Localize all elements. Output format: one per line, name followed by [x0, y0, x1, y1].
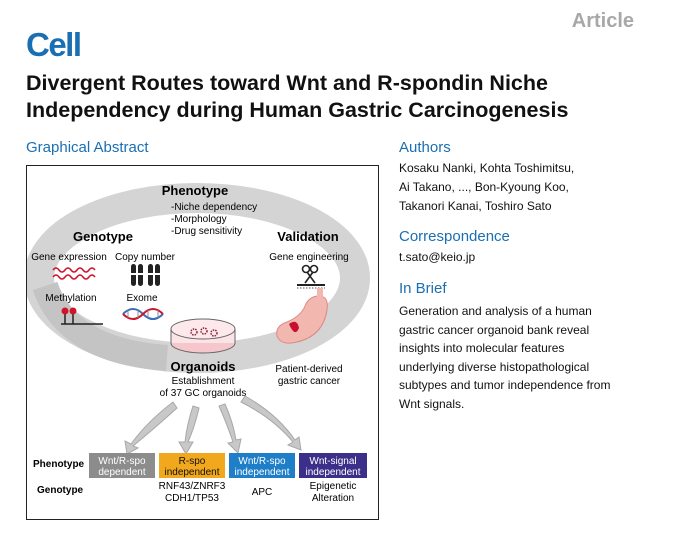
correspondence-heading: Correspondence	[399, 228, 510, 245]
box-label-line2: dependent	[98, 467, 145, 478]
gene-expression-wave-icon	[52, 267, 96, 280]
subtype-box-rspo-independent: R-spo independent	[159, 453, 225, 478]
in-brief-text: Generation and analysis of a human gastr…	[399, 302, 679, 413]
phenotype-title: Phenotype	[162, 183, 228, 198]
phenotype-item-drug: -Drug sensitivity	[171, 226, 242, 237]
in-brief-line-1: Generation and analysis of a human	[399, 304, 592, 318]
correspondence-email[interactable]: t.sato@keio.jp	[399, 250, 476, 264]
chromosome-icon	[129, 264, 162, 286]
box-label-line2: independent	[164, 467, 219, 478]
in-brief-line-2: gastric cancer organoid bank reveal	[399, 322, 590, 337]
box-label-line1: Wnt/R-spo	[238, 456, 286, 467]
box-label-line1: Wnt-signal	[309, 456, 356, 467]
organoid-count-label: of 37 GC organoids	[160, 388, 247, 399]
graphical-abstract-figure: Phenotype -Niche dependency -Morphology …	[26, 165, 379, 520]
stomach-icon	[276, 288, 328, 344]
dna-helix-icon	[122, 308, 164, 320]
box-label-line1: R-spo	[179, 456, 206, 467]
cycle-ring	[27, 183, 370, 373]
exome-label: Exome	[126, 293, 158, 304]
methylation-label: Methylation	[45, 293, 96, 304]
divergent-arrows	[124, 395, 302, 455]
genotype-epigenetic-line2: Alteration	[312, 493, 354, 504]
genotype-apc: APC	[252, 487, 273, 498]
box-fill	[229, 453, 295, 478]
in-brief-heading: In Brief	[399, 280, 447, 297]
title-line-2: Independency during Human Gastric Carcin…	[26, 98, 569, 122]
authors-line-2: Ai Takano, ..., Bon-Kyoung Koo,	[399, 180, 569, 194]
organoid-dish-icon	[170, 318, 236, 354]
box-fill	[159, 453, 225, 478]
copy-number-label: Copy number	[115, 252, 176, 263]
genotype-epigenetic-line1: Epigenetic	[310, 481, 357, 492]
in-brief-line-3: insights into molecular features	[399, 341, 565, 355]
subtype-box-wnt-rspo-independent: Wnt/R-spo independent	[229, 453, 295, 478]
authors-list: Kosaku Nanki, Kohta Toshimitsu, Ai Takan…	[399, 159, 669, 216]
title-line-1: Divergent Routes toward Wnt and R-spondi…	[26, 71, 548, 95]
phenotype-item-morphology: -Morphology	[171, 214, 227, 225]
gene-expression-label: Gene expression	[31, 252, 107, 263]
subtype-box-wnt-rspo-dependent: Wnt/R-spo dependent	[89, 453, 155, 478]
box-label-line2: independent	[234, 467, 289, 478]
validation-title: Validation	[277, 229, 338, 244]
in-brief-line-4: underlying diverse histopathological	[399, 359, 590, 374]
journal-logo: Cell	[26, 26, 82, 63]
organoids-title: Organoids	[170, 359, 235, 374]
box-label-line1: Wnt/R-spo	[98, 456, 146, 467]
article-type-label: Article	[571, 10, 634, 32]
row-label-genotype: Genotype	[37, 485, 84, 496]
phenotype-item-niche: -Niche dependency	[171, 202, 257, 213]
patient-derived-label: Patient-derived	[275, 364, 342, 375]
genotype-rspo-line1: RNF43/ZNRF3	[159, 481, 226, 492]
subtype-box-wnt-signal-independent: Wnt-signal independent	[299, 453, 367, 478]
genotype-rspo-line2: CDH1/TP53	[165, 493, 219, 504]
methylation-icon	[61, 307, 103, 325]
graphical-abstract-diagram: Phenotype -Niche dependency -Morphology …	[27, 183, 370, 504]
article-title: Divergent Routes toward Wnt and R-spondi…	[26, 70, 666, 124]
establishment-label: Establishment	[172, 376, 235, 387]
box-fill	[299, 453, 367, 478]
box-fill	[89, 453, 155, 478]
gene-engineering-label: Gene engineering	[269, 252, 349, 263]
in-brief-line-5: subtypes and tumor independence from	[399, 378, 611, 392]
box-label-line2: independent	[305, 467, 360, 478]
scissors-icon	[297, 264, 325, 289]
authors-heading: Authors	[399, 139, 451, 156]
row-label-phenotype: Phenotype	[33, 459, 85, 470]
graphical-abstract-heading: Graphical Abstract	[26, 139, 149, 156]
authors-line-3: Takanori Kanai, Toshiro Sato	[399, 199, 552, 213]
gastric-cancer-label: gastric cancer	[278, 376, 341, 387]
genotype-title: Genotype	[73, 229, 133, 244]
authors-line-1: Kosaku Nanki, Kohta Toshimitsu,	[399, 161, 575, 175]
in-brief-line-6: Wnt signals.	[399, 396, 465, 411]
